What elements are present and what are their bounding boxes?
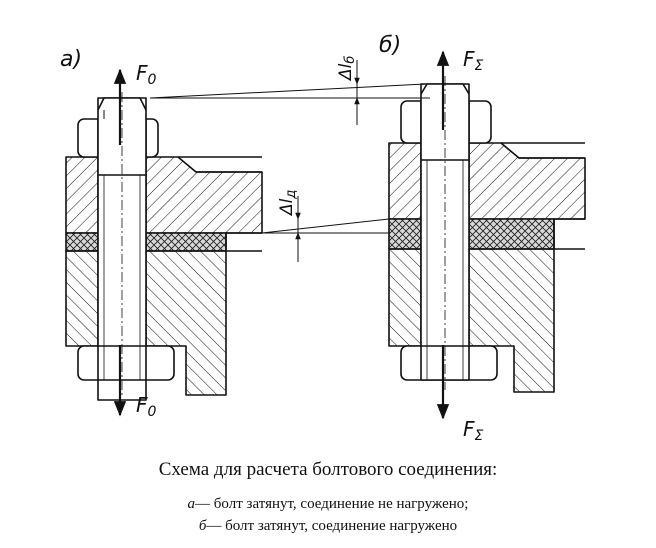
gasket-left-a — [65, 232, 99, 252]
caption-line-a: а— болт затянут, соединение не нагружено… — [0, 496, 656, 513]
upper-plate-left-b — [388, 142, 422, 220]
nut-bottom-b — [400, 345, 498, 381]
upper-plate-right-b — [468, 142, 586, 220]
gasket-left-b — [388, 218, 422, 250]
caption-b-text: — болт затянут, соединение нагружено — [206, 518, 458, 534]
force-label-b-top: FΣ — [463, 47, 484, 74]
nut-bottom-a — [77, 345, 175, 381]
panel-b-assembly — [388, 76, 586, 393]
force-label-a-top: F0 — [136, 61, 157, 88]
delta-bolt-dimension — [149, 60, 430, 125]
panel-b-label: б) — [379, 33, 401, 58]
caption-a-letter: а — [187, 496, 196, 512]
lower-plate-left-a — [65, 250, 99, 347]
caption-line-b: б— болт затянут, соединение нагружено — [0, 518, 656, 535]
delta-joint-dimension — [230, 196, 390, 262]
delta-bolt-label: Δlб — [336, 56, 358, 82]
force-label-a-bottom: F0 — [136, 393, 157, 420]
upper-plate-right-a — [145, 156, 263, 234]
caption-b-letter: б — [198, 518, 207, 534]
lower-plate-left-b — [388, 248, 422, 347]
gasket-right-a — [145, 232, 227, 252]
panel-a-label: а) — [60, 47, 82, 72]
force-label-b-bottom: FΣ — [463, 417, 484, 444]
delta-joint-label: Δlд — [277, 190, 299, 217]
upper-plate-left-a — [65, 156, 99, 234]
caption-a-text: — болт затянут, соединение не нагружено; — [195, 496, 469, 512]
caption-title: Схема для расчета болтового соединения: — [158, 459, 498, 480]
panel-a-assembly — [65, 92, 263, 401]
gasket-right-b — [468, 218, 555, 250]
